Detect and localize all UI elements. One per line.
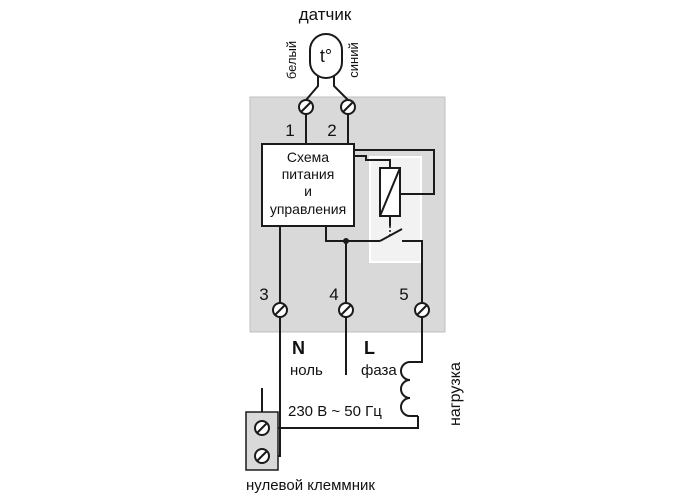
sensor-symbol: t°: [320, 46, 332, 66]
control-block-line-2: питания: [282, 166, 335, 182]
neutral-letter-label: N: [292, 338, 305, 358]
terminal-3-label: 3: [259, 285, 268, 304]
terminal-4-label: 4: [329, 285, 338, 304]
terminal-4-screw: [338, 302, 354, 318]
neutral-terminal-screw-1: [254, 420, 270, 436]
terminal-1-label: 1: [285, 121, 294, 140]
wire-control-to-switch: [325, 226, 380, 242]
sensor-title: датчик: [299, 5, 352, 24]
relay-coil-diagonal: [379, 167, 401, 217]
load-label: нагрузка: [447, 362, 464, 426]
sensor-lead-1: [305, 76, 319, 101]
wire-coil-top: [354, 155, 391, 168]
sensor-wire-white-label: белый: [284, 41, 299, 79]
control-block-line-1: Схема: [287, 149, 329, 165]
neutral-block-label: нулевой клеммник: [246, 477, 375, 494]
control-block: [261, 143, 355, 227]
wire-switch-to-terminal-5: [402, 240, 423, 302]
supply-label: 230 В ~ 50 Гц: [288, 403, 382, 420]
wire-load-bottom: [272, 416, 419, 429]
neutral-word-label: ноль: [290, 362, 323, 379]
load-coil: [400, 361, 418, 417]
terminal-2-screw: [340, 99, 356, 115]
wire-coil-feedback: [354, 149, 435, 195]
wire-load-top: [418, 317, 423, 363]
terminal-1-screw: [298, 99, 314, 115]
control-block-line-4: управления: [270, 201, 346, 217]
relay-switch-contact: [379, 228, 403, 242]
sensor-body: [309, 33, 343, 79]
sensor-wire-blue-label: синий: [346, 42, 361, 77]
phase-letter-label: L: [364, 338, 375, 358]
sensor-lead-2: [333, 76, 349, 101]
terminal-3-screw: [272, 302, 288, 318]
terminal-5-label: 5: [399, 285, 408, 304]
terminal-2-label: 2: [327, 121, 336, 140]
neutral-terminal-screw-2: [254, 448, 270, 464]
control-block-line-3: и: [304, 183, 312, 199]
phase-word-label: фаза: [361, 362, 397, 379]
terminal-5-screw: [414, 302, 430, 318]
